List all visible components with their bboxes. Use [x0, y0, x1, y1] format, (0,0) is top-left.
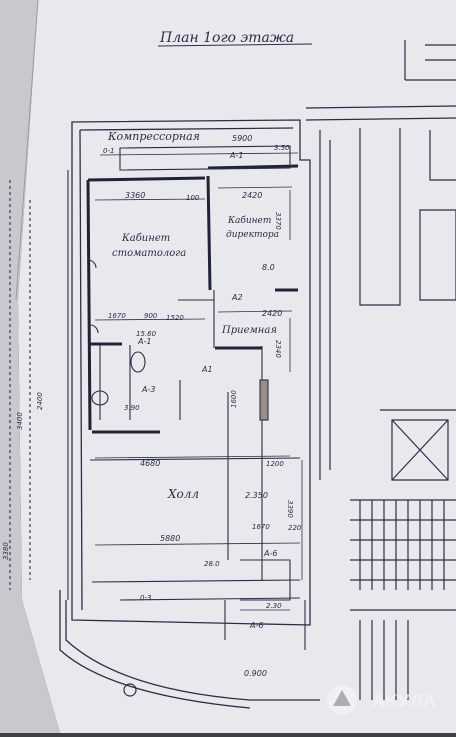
dim-3370: 3370 [274, 212, 282, 230]
mark-a6-bottom: А-6 [249, 621, 263, 630]
plan-title: План 1ого этажа [159, 30, 294, 46]
dim-3360: 3360 [125, 191, 145, 200]
mark-a1-mid: А-1 [137, 337, 151, 346]
mark-a2: А2 [231, 293, 243, 302]
dim-3380: 3380 [2, 542, 10, 560]
mark-a6-top: А-6 [263, 549, 277, 558]
room-label-dentist-line2: стоматолога [112, 248, 186, 259]
dim-2-30: 2.30 [266, 602, 282, 610]
room-label-director-line1: Кабинет [227, 215, 271, 226]
dim-3390: 3390 [286, 500, 294, 518]
dim-0-3: 0-3 [140, 594, 151, 602]
dim-1670-bottom: 1670 [252, 523, 270, 531]
watermark-text: АКУЛА [372, 691, 436, 710]
dim-2-350: 2.350 [245, 491, 268, 500]
room-label-director-line2: директора [226, 230, 279, 240]
title-underline [157, 43, 313, 47]
dim-900: 900 [144, 312, 158, 320]
mark-a1-top: А-1 [229, 151, 243, 160]
dim-28-0: 28.0 [204, 560, 220, 568]
dim-3-50: 3.50 [274, 144, 290, 152]
page-fold-line [15, 0, 39, 301]
dim-2340: 2340 [274, 340, 282, 358]
dim-0-900: 0.900 [244, 669, 267, 678]
room-label-reception: Приемная [221, 325, 277, 336]
interior-walls-heavy [86, 164, 299, 434]
dim-2420-mid: 2420 [262, 309, 282, 318]
paper-edge-left [0, 0, 60, 733]
dim-220: 220 [288, 524, 302, 532]
column-marker [123, 683, 137, 697]
dim-2400: 2400 [36, 392, 44, 410]
room-label-hall: Холл [167, 487, 199, 501]
dim-4680: 4680 [140, 459, 160, 468]
mark-a3: А-3 [141, 385, 155, 394]
dim-8-0: 8.0 [262, 263, 275, 272]
dim-1200: 1200 [266, 460, 284, 468]
dimension-lines [94, 152, 303, 611]
dim-3400: 3400 [16, 412, 24, 430]
paper-page [18, 0, 456, 733]
room-label-dentist-line1: Кабинет [121, 233, 170, 244]
dim-1670-top: 1670 [108, 312, 126, 320]
dim-2420-top: 2420 [242, 191, 262, 200]
dim-3-90: 3.90 [124, 404, 140, 412]
dimension-values: 5900 0-1 3.50 3360 100 2420 3370 8.0 242… [2, 134, 302, 678]
interior-walls-light [9, 145, 306, 650]
right-wing-walls [305, 40, 456, 700]
dim-15-60: 15.60 [136, 330, 157, 338]
dim-1600: 1600 [230, 390, 238, 408]
dim-100: 100 [186, 194, 200, 202]
dim-5880: 5880 [160, 534, 180, 543]
room-label-compressor: Компрессорная [107, 130, 200, 143]
dim-5900: 5900 [232, 134, 252, 143]
mark-a1-low: А1 [201, 365, 213, 374]
dim-0-1: 0-1 [103, 147, 114, 155]
watermark: АКУЛА [327, 685, 436, 715]
dim-1520: 1520 [166, 314, 184, 322]
section-marks: А-1 А2 А-1 А1 А-3 А-6 А-6 [137, 151, 277, 630]
